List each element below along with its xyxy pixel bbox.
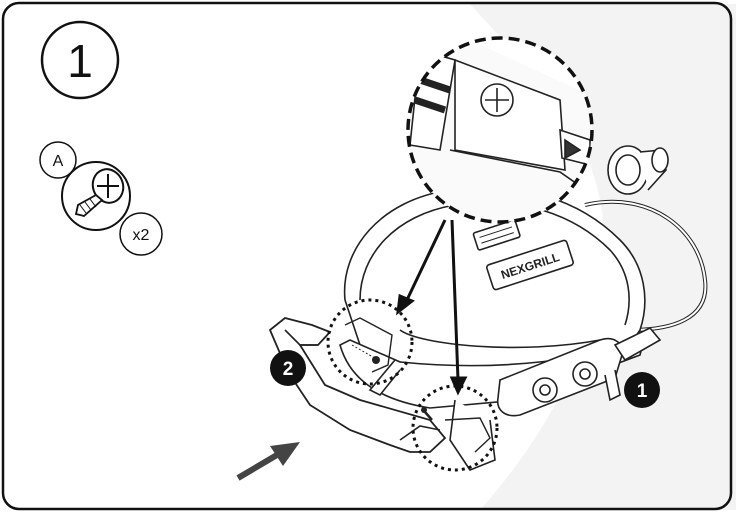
quantity-label: x2 — [133, 227, 150, 244]
callout-1-label: 1 — [637, 381, 648, 402]
magnified-detail — [406, 36, 594, 224]
step-number: 1 — [67, 35, 93, 87]
callout-1: 1 — [624, 372, 660, 408]
step-badge: 1 — [40, 20, 120, 100]
direction-arrow — [236, 442, 300, 481]
attachment-point-right — [411, 384, 499, 472]
quantity-badge: x2 — [119, 212, 163, 256]
callout-2-label: 2 — [283, 359, 294, 380]
background-swoosh — [470, 4, 736, 510]
callout-2: 2 — [270, 350, 306, 386]
attachment-point-left — [326, 298, 414, 386]
part-letter: A — [53, 153, 64, 170]
part-letter-badge: A — [39, 141, 77, 179]
detail-leader-arrows — [396, 219, 468, 396]
screw-icon — [61, 161, 131, 231]
